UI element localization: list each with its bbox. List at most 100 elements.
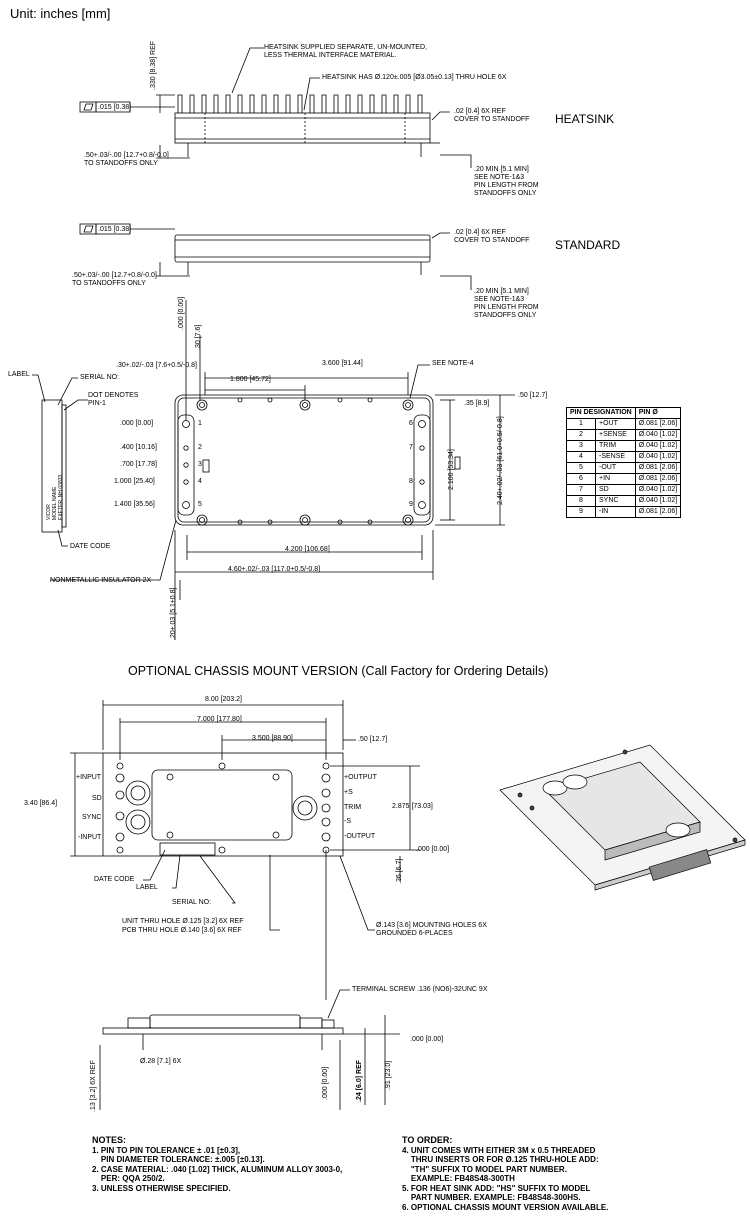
chassis-mounting: Ø.143 [3.6] MOUNTING HOLES 6X GROUNDED 6… [376,922,487,938]
chassis-dim-91: .91 [23.0] [385,1060,392,1090]
note-line: TO STANDOFFS ONLY [84,160,158,167]
note-line: GROUNDED 6-PLACES [376,930,453,937]
dim-30-tol: .30+.02/-.03 [7.6+0.5/-0.8] [116,362,197,369]
chassis-dim-13: .13 [3.2] 6X REF [90,1060,97,1112]
chassis-date-code: DATE CODE [94,876,135,883]
chassis-dim-000: .000 [0.00] [416,846,450,853]
pin-cell: 7 [566,484,596,496]
term-minus-input: -INPUT [78,834,102,841]
note-line: .50+.03/-.00 [12.7+0.8/-0.0] [72,272,157,279]
standard-standoff-ref: .02 [0.4] 6X REF COVER TO STANDOFF [454,229,529,245]
chassis-unit-hole: UNIT THRU HOLE Ø.125 [3.2] 6X REF [122,918,244,925]
pin-pos-4: 1.000 [25.40] [114,478,155,485]
heatsink-pin-length: .20 MIN [5.1 MIN] SEE NOTE-1&3 PIN LENGT… [474,166,539,198]
pin-table-header-diameter: PIN Ø [634,407,682,419]
pin-cell: +IN [595,473,636,485]
pin-cell: -SENSE [595,451,636,463]
pin-cell: TRIM [595,440,636,452]
pin-num-1: 1 [198,420,202,427]
chassis-title: OPTIONAL CHASSIS MOUNT VERSION (Call Fac… [128,664,549,678]
term-minus-s: -S [344,818,351,825]
standard-flatness: .015 [0.38] [98,226,132,233]
pin-cell: Ø.081 [2.06] [634,506,682,518]
dim-30-vert: .30 [7.6] [195,324,202,350]
order-line: 5. FOR HEAT SINK ADD: "HS" SUFFIX TO MOD… [402,1183,591,1193]
pin-cell: 4 [566,451,596,463]
pin-cell: Ø.040 [1.02] [634,495,682,507]
pin-pos-3: .700 [17.78] [120,461,157,468]
standard-to-standoffs: .50+.03/-.00 [12.7+0.8/-0.0] TO STANDOFF… [72,272,157,288]
dim-50: .50 [12.7] [518,392,548,399]
term-minus-output: -OUTPUT [344,833,376,840]
term-plus-s: +S [344,789,353,796]
chassis-side-plate [102,1027,344,1035]
chassis-dim-26: .26 [6.7] [396,858,403,884]
heatsink-to-standoffs: .50+.03/-.00 [12.7+0.8/-0.0] TO STANDOFF… [84,152,169,168]
label-callout: LABEL [8,371,30,378]
chassis-dim-800: 8.00 [203.2] [205,696,242,703]
note-line: TO STANDOFFS ONLY [72,280,146,287]
dot-callout: DOT DENOTES PIN-1 [88,392,138,408]
note-line: .02 [0.4] 6X REF [454,108,506,115]
heatsink-supplied-note: HEATSINK SUPPLIED SEPARATE, UN-MOUNTED, … [264,44,427,60]
note-line: .20 MIN [5.1 MIN] [474,166,529,173]
pin-num-9: 9 [409,501,413,508]
order-block: TO ORDER: 4. UNIT COMES WITH EITHER 3M x… [402,1135,608,1212]
serial-callout: SERIAL NO: [80,374,120,381]
note-line: .50+.03/-.00 [12.7+0.8/-0.0] [84,152,169,159]
pin-cell: 3 [566,440,596,452]
chassis-dim-7000: 7.000 [177.80] [197,716,242,723]
order-line: 4. UNIT COMES WITH EITHER 3M x 0.5 THREA… [402,1145,596,1155]
chassis-dim-340: 3.40 [86.4] [24,800,58,807]
notes-block: NOTES: 1. PIN TO PIN TOLERANCE ± .01 [±0… [92,1135,342,1193]
note-line: HEATSINK SUPPLIED SEPARATE, UN-MOUNTED, [264,44,427,51]
dim-2100: 2.100 [53.34] [448,449,455,490]
order-title: TO ORDER: [402,1135,453,1145]
pin-cell: 9 [566,506,596,518]
top-view-body [174,394,434,526]
chassis-plate [102,752,344,857]
pin-num-7: 7 [409,444,413,451]
chassis-dim-000v: .000 [0.00] [322,1066,329,1100]
side-label-model: MODEL NAME [52,486,58,520]
pin-cell: 5 [566,462,596,474]
note-line: COVER TO STANDOFF [454,237,530,244]
heatsink-fins [177,94,423,113]
order-line: PART NUMBER. EXAMPLE: FB48S48-300HS. [402,1193,581,1202]
note-line: SEE NOTE-1&3 [474,174,525,181]
side-label-brand: VICOR [46,504,52,520]
pin-cell: -OUT [595,462,636,474]
pin-cell: Ø.040 [1.02] [634,429,682,441]
note-line: 1. PIN TO PIN TOLERANCE ± .01 [±0.3], [92,1145,241,1155]
note-line: LESS THERMAL INTERFACE MATERIAL. [264,52,397,59]
standard-title: STANDARD [555,238,621,252]
chassis-dia-28: Ø.28 [7.1] 6X [140,1058,182,1065]
term-plus-input: +INPUT [76,774,102,781]
order-line: THRU INSERTS OR FOR Ø.125 THRU-HOLE ADD: [402,1155,599,1164]
term-trim: TRIM [344,804,362,811]
insulator-callout: NONMETALLIC INSULATOR 2X [50,577,152,584]
pin-cell: 1 [566,418,596,430]
dim-20: .20±.03 [5.1±0.8] [170,587,177,640]
chassis-dim-24: .24 [6.0] REF [356,1059,363,1102]
note-line: Ø.143 [3.6] MOUNTING HOLES 6X [376,922,487,929]
pin-cell: -IN [595,506,636,518]
note-line: STANDOFFS ONLY [474,312,537,319]
heatsink-standoff-ref: .02 [0.4] 6X REF COVER TO STANDOFF [454,108,529,124]
dim-1800: 1.800 [45.72] [230,376,271,383]
note-line: PER: QQA 250/2. [92,1174,165,1183]
pin-pos-1: .000 [0.00] [120,420,154,427]
pin-pos-2: .400 [10.16] [120,444,157,451]
chassis-pcb-hole: PCB THRU HOLE Ø.140 [3.6] 6X REF [122,927,242,934]
dim-240: 2.40+.02/-.03 [61.0+0.5/-0.8] [497,416,504,505]
note-line: STANDOFFS ONLY [474,190,537,197]
notes-title: NOTES: [92,1135,127,1145]
